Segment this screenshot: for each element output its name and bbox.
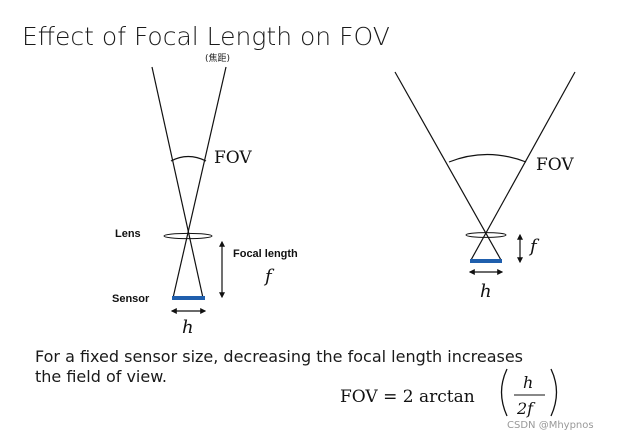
right-ray-2: [470, 71, 576, 261]
left-h-symbol: h: [182, 317, 194, 338]
right-ray-1: [394, 71, 502, 261]
formula-lhs: FOV = 2 arctan: [340, 387, 475, 407]
caption-line-2: the field of view.: [35, 367, 167, 386]
watermark: CSDN @Mhypnos: [507, 420, 594, 431]
right-sensor: [470, 259, 502, 263]
left-fov-label: FOV: [214, 148, 252, 168]
left-diagram: FOV Lens Sensor Focal length f h: [112, 66, 298, 338]
right-fov-label: FOV: [536, 155, 574, 175]
fov-formula: FOV = 2 arctan h 2f: [340, 368, 558, 418]
formula-numerator: h: [523, 373, 533, 392]
left-lens-label: Lens: [115, 228, 141, 240]
right-f-symbol: f: [528, 236, 540, 257]
right-h-symbol: h: [480, 281, 492, 302]
page-title: Effect of Focal Length on FOV: [22, 22, 390, 51]
left-sensor-label: Sensor: [112, 293, 150, 305]
left-ray-1: [151, 66, 204, 299]
right-lens: [465, 232, 507, 238]
left-lens: [163, 232, 213, 240]
formula-left-paren: [500, 368, 508, 417]
formula-right-paren: [550, 368, 558, 417]
left-focal-length-label: Focal length: [233, 248, 298, 260]
right-diagram: FOV f h: [394, 71, 576, 302]
left-ray-2: [172, 66, 227, 299]
title-annotation: (焦距): [205, 52, 230, 64]
left-sensor: [172, 296, 205, 300]
right-fov-arc: [448, 153, 527, 163]
formula-denominator: 2f: [516, 399, 536, 418]
caption-line-1: For a fixed sensor size, decreasing the …: [35, 347, 523, 366]
left-fov-arc: [170, 155, 207, 162]
left-f-symbol: f: [263, 266, 275, 287]
